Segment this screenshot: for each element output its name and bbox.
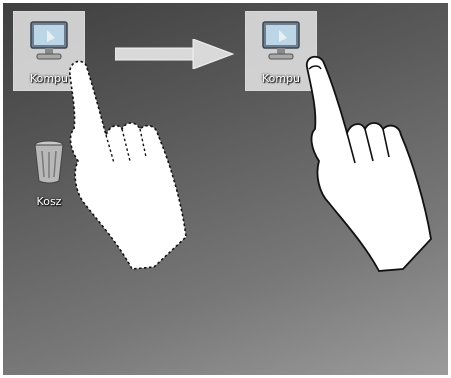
desktop-icon-label: Kompu — [29, 72, 69, 85]
desktop-icon-label: Kompu — [261, 72, 301, 85]
desktop-icon-computer-end[interactable]: Kompu — [245, 11, 317, 91]
computer-icon — [257, 18, 305, 68]
computer-icon — [25, 18, 73, 68]
desktop-icon-recycle-bin[interactable]: Kosz — [13, 131, 85, 211]
dotted-hand-icon — [69, 60, 187, 270]
right-arrow-icon — [115, 39, 235, 69]
recycle-bin-icon — [29, 137, 69, 191]
solid-hand-icon — [305, 55, 432, 272]
desktop-icon-computer-start[interactable]: Kompu — [13, 11, 85, 91]
desktop-icon-label: Kosz — [36, 195, 62, 208]
